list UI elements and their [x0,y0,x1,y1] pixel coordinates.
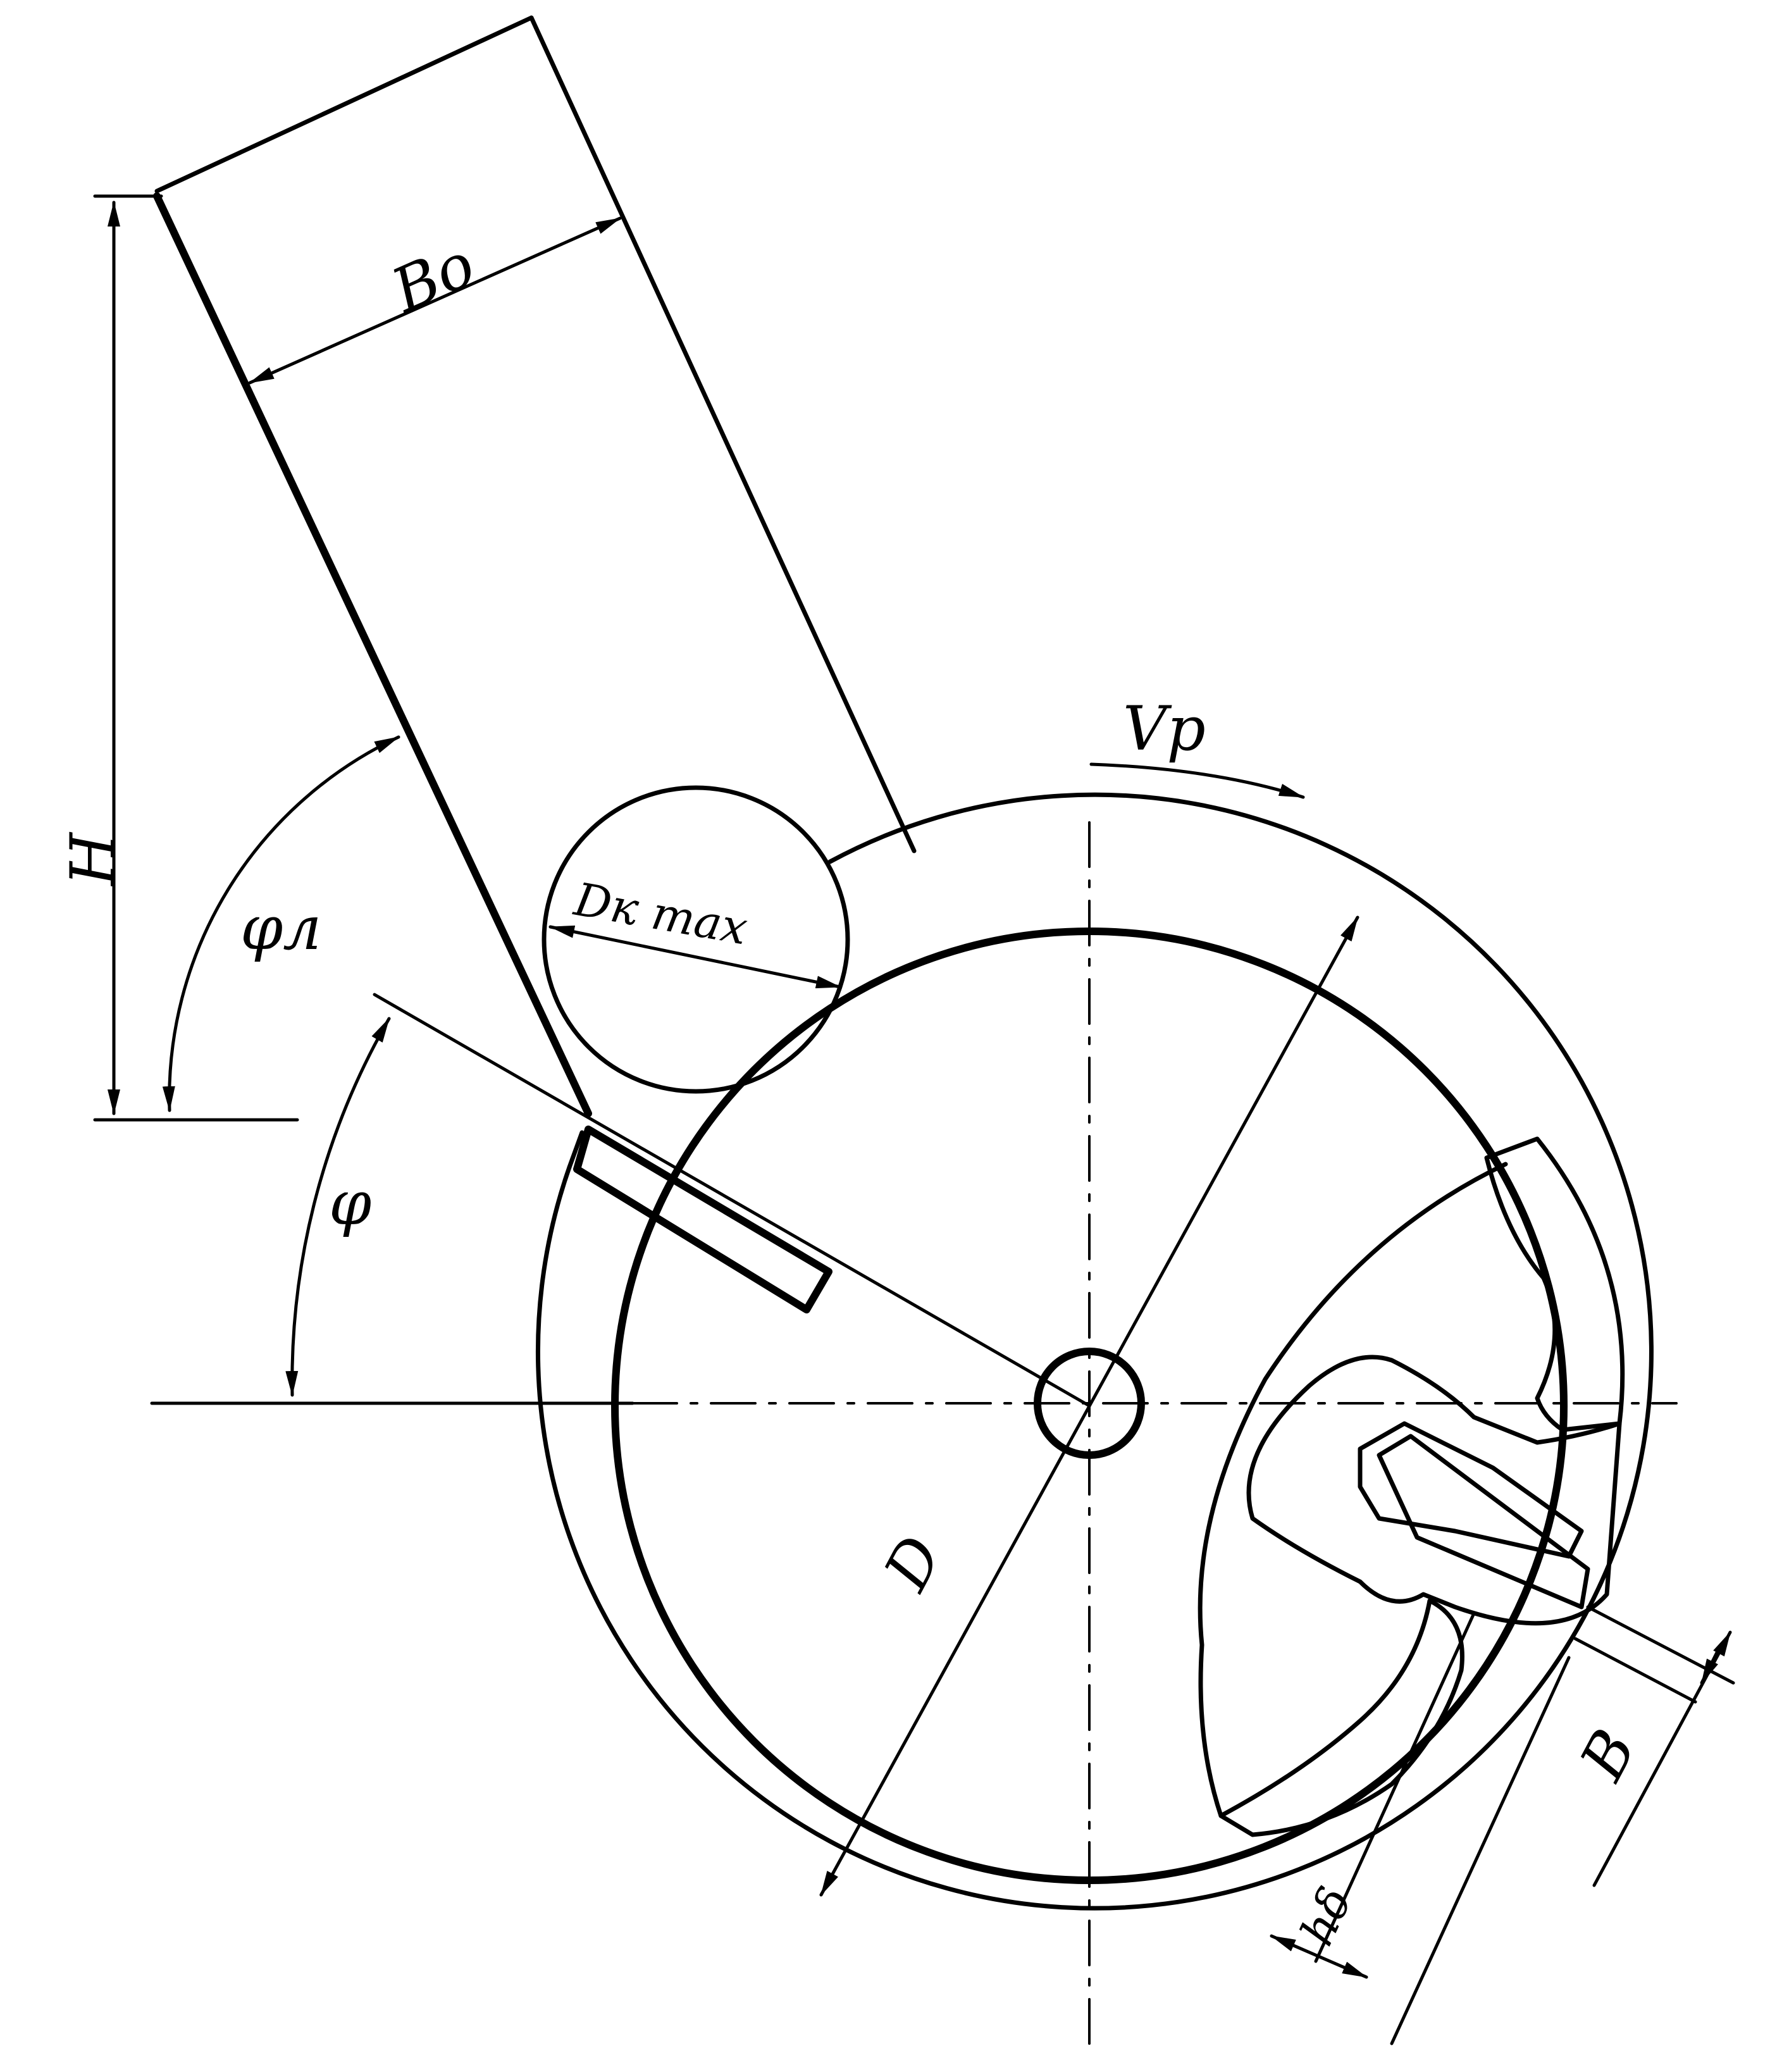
vp-rotation: Vр [1089,693,1305,799]
b0-label: Bo [381,228,485,326]
h-label: H [58,831,128,887]
holder-section [1246,1355,1622,1626]
phi-angle: φ [285,1017,391,1397]
tooth-wedge [1377,1434,1590,1610]
tooth-section [1198,1136,1625,1837]
d-label: D [870,1525,956,1602]
vp-label: Vр [1123,693,1206,764]
feed-slope-line [373,993,1091,1408]
lower-lug [1218,1598,1464,1837]
grate-plate [573,1126,833,1313]
h-delta-label: hδ [1290,1879,1362,1953]
chute-left-wall [153,192,592,1117]
feed-chute [153,15,917,1117]
phi-l-label: φл [240,893,321,964]
h-delta-dimension: hδ [1270,1611,1571,2045]
b-label: B [1566,1718,1650,1792]
h-dimension: H [58,194,299,1122]
b0-dimension: Bo [248,216,622,385]
chute-top-edge [154,15,534,194]
chute-right-wall [529,15,917,853]
b-dimension: B [1566,1605,1735,1887]
phi-l-angle: φл [162,735,400,1112]
lump-dk-max: Dк max [542,785,850,1094]
cavity-outline [1198,1162,1508,1818]
casing-lip [567,1130,585,1170]
outer-casing-arc [535,792,1654,1911]
phi-label: φ [329,1168,371,1239]
rim-section [1484,1136,1625,1432]
dk-max-label: Dк max [569,872,752,955]
